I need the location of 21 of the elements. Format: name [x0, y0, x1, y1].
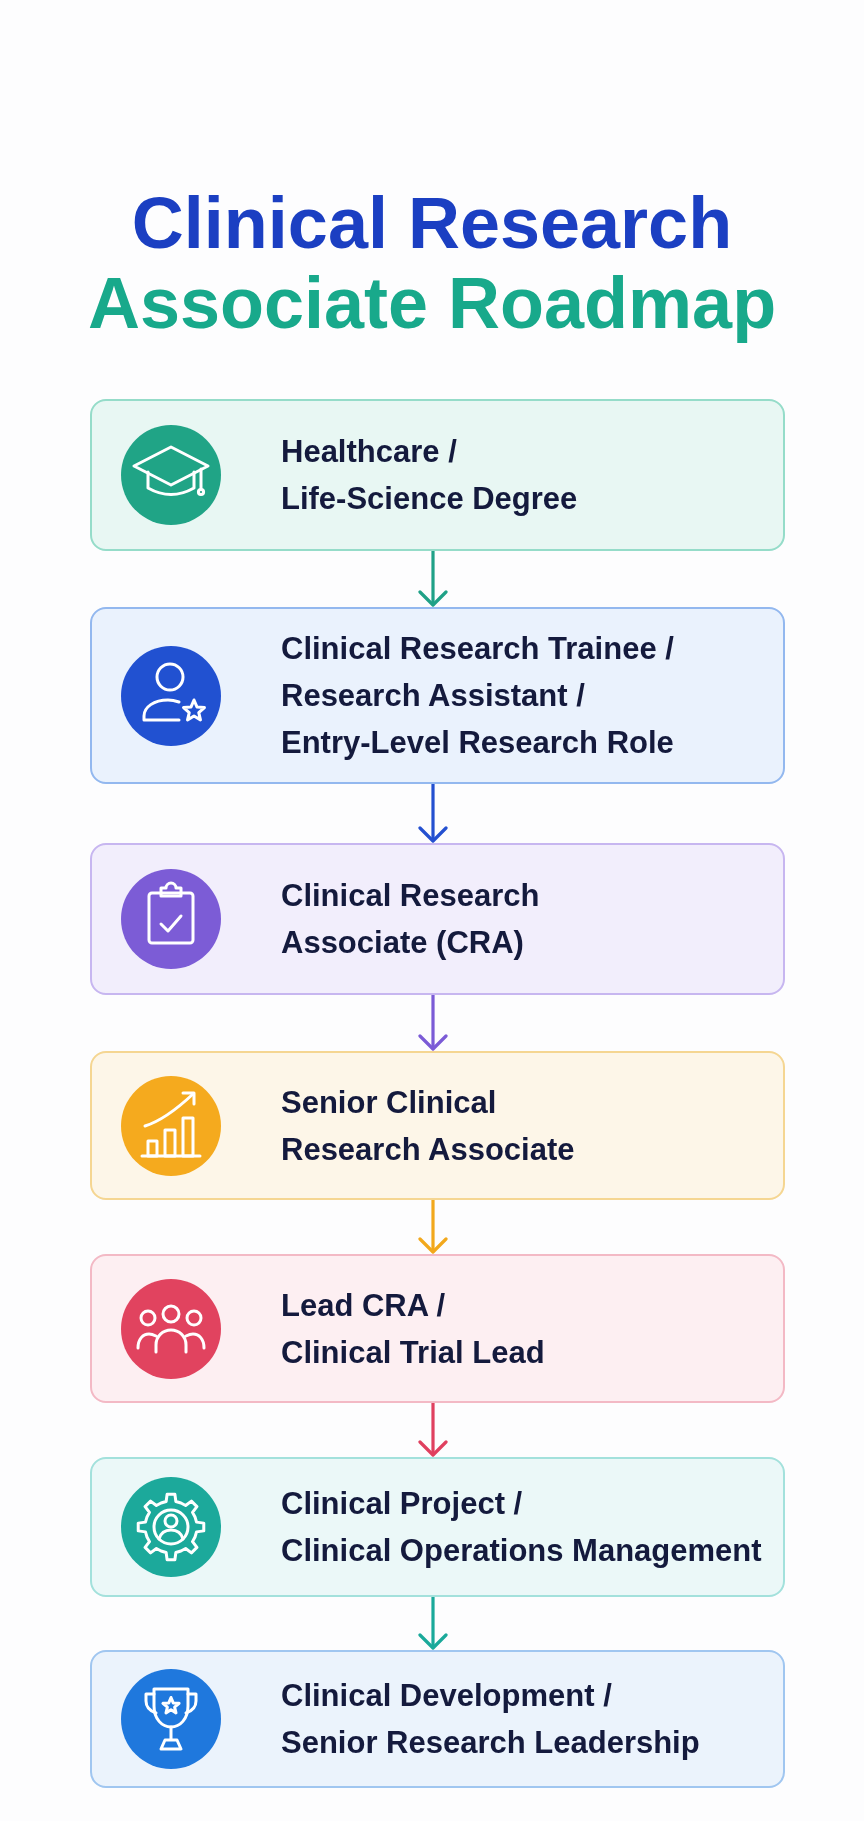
- step-title: Clinical Research Associate (CRA): [281, 877, 540, 962]
- arrow: [418, 1200, 448, 1254]
- step-title: Clinical Development / Senior Research Leadership: [281, 1677, 700, 1762]
- arrow: [418, 995, 448, 1051]
- step-title: Healthcare / Life-Science Degree: [281, 433, 578, 518]
- step-card: [90, 399, 785, 551]
- step-card: [90, 843, 785, 995]
- step-title: Lead CRA / Clinical Trial Lead: [281, 1286, 545, 1372]
- step-card: [90, 1457, 785, 1597]
- step-title: Clinical Project / Clinical Operations Management: [281, 1485, 762, 1570]
- arrow: [418, 784, 448, 843]
- page-title: Clinical Research Associate Roadmap: [87, 183, 777, 343]
- arrow: [418, 551, 448, 607]
- step-card: [90, 607, 785, 784]
- step-title: Clinical Research Trainee / Research Assistant / Entry-Level Research Role: [281, 630, 674, 762]
- step-card: [90, 1051, 785, 1200]
- step-title: Senior Clinical Research Associate: [281, 1083, 575, 1169]
- arrow: [418, 1403, 448, 1457]
- step-card: [90, 1254, 785, 1403]
- step-card: [90, 1650, 785, 1788]
- arrow: [418, 1597, 448, 1650]
